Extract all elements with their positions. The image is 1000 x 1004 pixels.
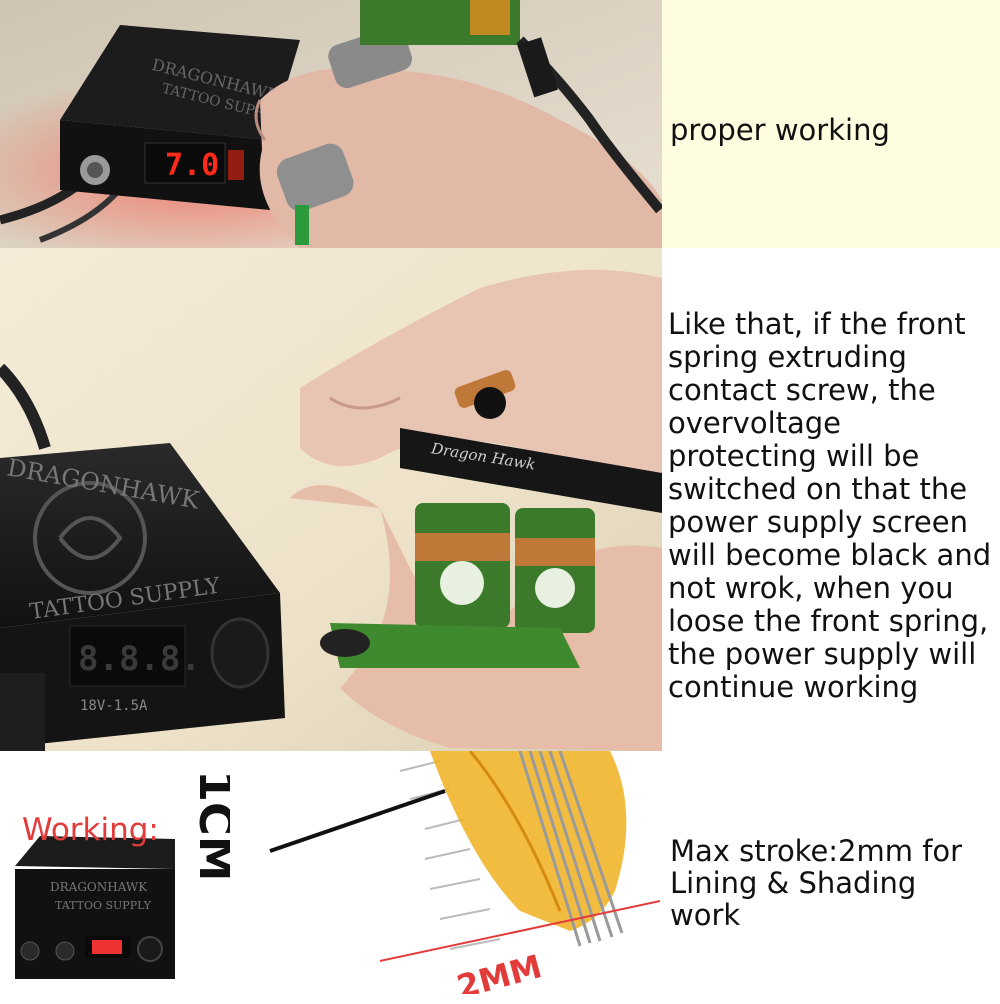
caption-overvoltage-protection: Like that, if the front spring extruding… <box>668 307 992 704</box>
proper-working-photo: DRAGONHAWK TATTOO SUPPLY 7.0 <box>0 0 662 248</box>
proper-working-caption-panel: proper working <box>662 0 1000 248</box>
working-label: Working: <box>22 812 159 848</box>
caption-proper-working: proper working <box>670 113 890 147</box>
display-value-on: 7.0 <box>165 148 219 183</box>
cm-dimension-label: 1CM <box>189 770 230 882</box>
needle-stroke-illustration: DRAGONHAWK TATTOO SUPPLY <box>15 750 661 979</box>
overvoltage-caption-panel: Like that, if the front spring extruding… <box>662 248 1000 751</box>
cm-label-text: 1CM <box>189 770 230 882</box>
tattoo-machine-coils: Dragon Hawk <box>320 370 662 668</box>
power-supply-unit-off: DRAGONHAWK TATTOO SUPPLY 8.8.8. 18V-1.5A <box>0 443 285 751</box>
device-spec-text: 18V-1.5A <box>80 698 148 714</box>
mini-subtitle-text: TATTOO SUPPLY <box>55 899 152 912</box>
tattoo-machine <box>360 0 662 214</box>
working-power-supply: DRAGONHAWK TATTOO SUPPLY <box>15 836 175 979</box>
needles <box>518 750 624 947</box>
max-stroke-caption-panel: Max stroke:2mm for Lining & Shading work <box>662 835 1000 975</box>
mm-dimension-label: 2MM <box>453 947 546 994</box>
mm-label-text: 2MM <box>453 947 546 994</box>
display-value-off: 8.8.8. <box>78 639 201 679</box>
power-supply-unit: DRAGONHAWK TATTOO SUPPLY 7.0 <box>60 25 300 210</box>
hand-lower <box>290 485 662 751</box>
mini-brand-text: DRAGONHAWK <box>50 880 148 894</box>
max-stroke-section: DRAGONHAWK TATTOO SUPPLY 1CM 2MM <box>0 750 1000 1000</box>
caption-max-stroke: Max stroke:2mm for Lining & Shading work <box>670 834 963 932</box>
overvoltage-protection-photo: DRAGONHAWK TATTOO SUPPLY 8.8.8. 18V-1.5A… <box>0 248 662 751</box>
hand <box>259 68 662 248</box>
